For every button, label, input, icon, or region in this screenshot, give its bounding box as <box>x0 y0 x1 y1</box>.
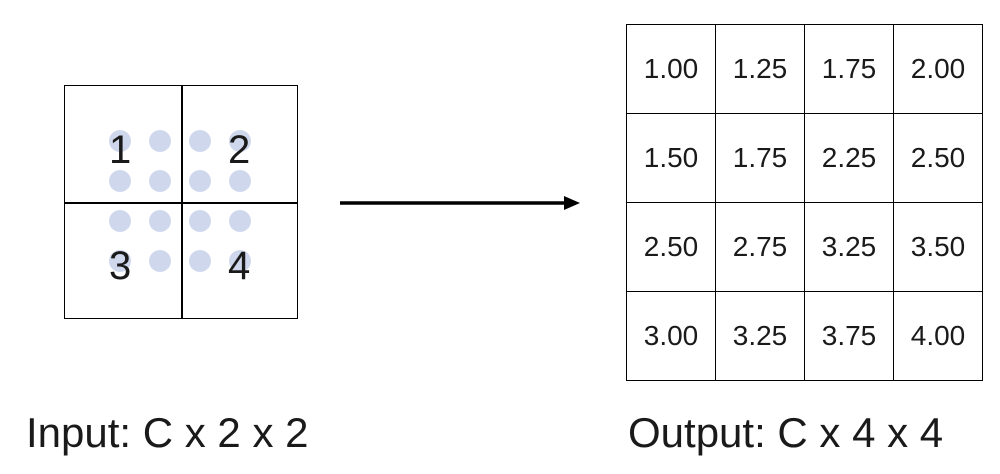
output-cell: 2.50 <box>626 202 716 292</box>
sample-dot <box>149 250 171 272</box>
output-cell: 1.75 <box>804 24 894 114</box>
input-caption: Input: C x 2 x 2 <box>26 409 309 456</box>
input-cell-3: 3 <box>109 244 132 288</box>
sample-dot <box>229 210 251 232</box>
sample-dot <box>229 170 251 192</box>
output-cell: 2.50 <box>893 113 983 203</box>
output-cell: 3.25 <box>715 291 805 381</box>
sample-dot <box>149 130 171 152</box>
sample-dot <box>229 130 251 152</box>
sample-dot <box>109 130 131 152</box>
output-cell: 4.00 <box>893 291 983 381</box>
input-grid-horizontal-divider <box>65 202 297 204</box>
output-cell: 3.75 <box>804 291 894 381</box>
output-cell: 3.50 <box>893 202 983 292</box>
sample-dot <box>189 210 211 232</box>
sample-dot <box>229 250 251 272</box>
sample-dot <box>109 250 131 272</box>
input-cell-2: 2 <box>228 128 251 172</box>
output-cell: 2.25 <box>804 113 894 203</box>
sample-dot <box>149 210 171 232</box>
output-cell: 2.00 <box>893 24 983 114</box>
input-grid: 1 2 3 4 <box>64 85 298 319</box>
arrow-right-icon <box>340 196 580 210</box>
sample-dot <box>189 130 211 152</box>
output-caption: Output: C x 4 x 4 <box>628 409 944 456</box>
input-cell-4: 4 <box>228 244 251 288</box>
sample-dot <box>109 170 131 192</box>
output-cell: 3.00 <box>626 291 716 381</box>
sample-dot <box>109 210 131 232</box>
sample-dot <box>149 170 171 192</box>
output-cell: 1.25 <box>715 24 805 114</box>
output-cell: 2.75 <box>715 202 805 292</box>
sample-dot <box>189 170 211 192</box>
input-cell-1: 1 <box>109 128 132 172</box>
sample-dot <box>189 250 211 272</box>
output-cell: 1.50 <box>626 113 716 203</box>
output-cell: 1.75 <box>715 113 805 203</box>
output-cell: 1.00 <box>626 24 716 114</box>
output-cell: 3.25 <box>804 202 894 292</box>
